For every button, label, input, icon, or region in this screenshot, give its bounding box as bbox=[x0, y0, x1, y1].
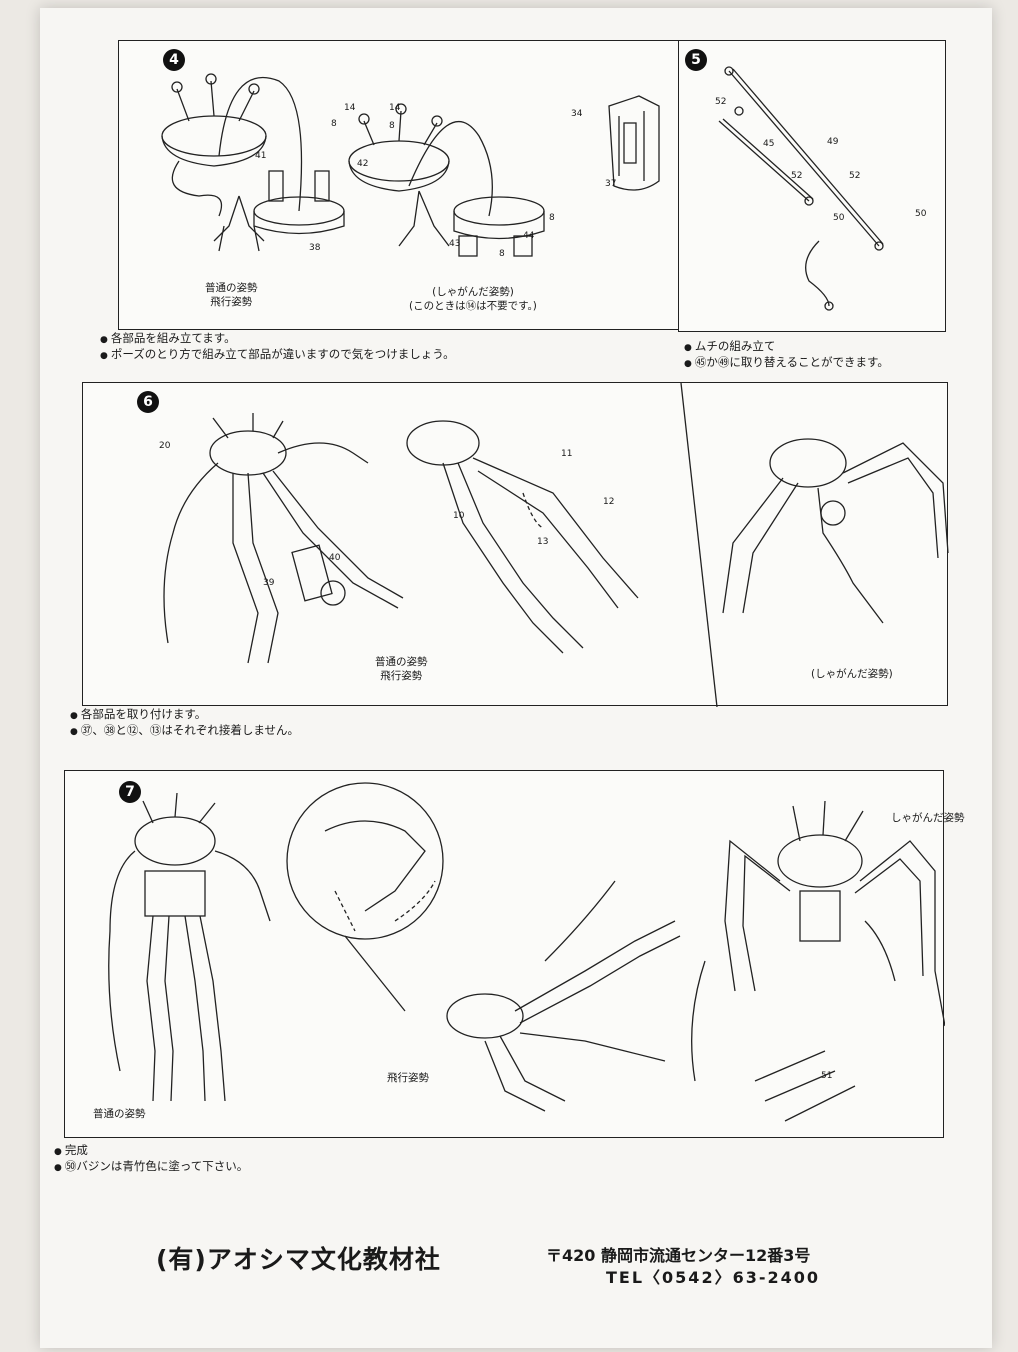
part-number: 34 bbox=[571, 109, 583, 119]
part-number: 38 bbox=[309, 243, 321, 253]
part-number: 40 bbox=[329, 553, 341, 563]
step4-note-1: ●各部品を組み立てます。 bbox=[100, 331, 236, 345]
label-normal-flight: 普通の姿勢 飛行姿勢 bbox=[205, 282, 258, 308]
company-tel: TEL〈0542〉63-2400 bbox=[606, 1268, 821, 1287]
part-number: 37 bbox=[605, 179, 617, 189]
company-address: 〒420 静岡市流通センター12番3号 bbox=[546, 1246, 811, 1265]
label-crouch: しゃがんだ姿勢 bbox=[891, 812, 965, 824]
part-number: 45 bbox=[763, 139, 775, 149]
step5-note-1: ●ムチの組み立て bbox=[684, 339, 776, 353]
company-name: (有)アオシマ文化教材社 bbox=[156, 1245, 441, 1274]
step6-illustration bbox=[163, 383, 949, 707]
step7-note-2: ●㊿バジンは青竹色に塗って下さい。 bbox=[54, 1159, 249, 1173]
part-number: 14 bbox=[389, 103, 401, 113]
part-number: 50 bbox=[915, 209, 927, 219]
label-crouch: (しゃがんだ姿勢) bbox=[811, 668, 893, 680]
part-number: 10 bbox=[453, 511, 465, 521]
label-crouch: (しゃがんだ姿勢) (このときは⑭は不要です。) bbox=[409, 286, 537, 312]
step6-panel: 6 20 39 40 11 12 10 13 普通の姿勢 飛行姿勢 (しゃがんだ… bbox=[82, 382, 949, 707]
part-number: 8 bbox=[331, 119, 337, 129]
part-number: 11 bbox=[561, 449, 573, 459]
part-number: 39 bbox=[263, 578, 275, 588]
instruction-sheet: 4 14 8 41 14 8 42 38 43 8 44 8 34 37 普通の… bbox=[40, 8, 992, 1348]
step5-note-2: ●㊺か㊾に取り替えることができます。 bbox=[684, 355, 889, 369]
part-number: 13 bbox=[537, 537, 549, 547]
label-normal-flight: 普通の姿勢 飛行姿勢 bbox=[375, 656, 428, 682]
part-number: 49 bbox=[827, 137, 839, 147]
part-number: 14 bbox=[344, 103, 356, 113]
step6-note-2: ●㊲、㊳と⑫、⑬はそれぞれ接着しません。 bbox=[70, 723, 300, 737]
step7-panel: 7 普通の姿勢 飛行姿勢 しゃがんだ姿勢 51 bbox=[64, 770, 965, 1138]
part-number: 52 bbox=[849, 171, 861, 181]
step4-illustration bbox=[161, 73, 660, 257]
step6-note-1: ●各部品を取り付けます。 bbox=[70, 707, 207, 721]
label-normal: 普通の姿勢 bbox=[93, 1108, 146, 1120]
step5-number: 5 bbox=[685, 49, 707, 71]
part-number: 50 bbox=[833, 213, 845, 223]
part-number: 12 bbox=[603, 497, 615, 507]
part-number: 20 bbox=[159, 441, 171, 451]
step4-number: 4 bbox=[163, 49, 185, 71]
step7-number: 7 bbox=[119, 781, 141, 803]
part-number: 52 bbox=[791, 171, 803, 181]
part-number: 52 bbox=[715, 97, 727, 107]
part-number: 51 bbox=[821, 1071, 833, 1081]
part-number: 8 bbox=[389, 121, 395, 131]
part-number: 8 bbox=[549, 213, 555, 223]
step5-panel: 5 52 45 49 52 52 50 50 bbox=[678, 40, 946, 332]
part-number: 42 bbox=[357, 159, 369, 169]
step4-note-2: ●ポーズのとり方で組み立て部品が違いますので気をつけましょう。 bbox=[100, 347, 455, 361]
part-number: 43 bbox=[449, 239, 461, 249]
step7-note-1: ●完成 bbox=[54, 1143, 88, 1157]
label-flight: 飛行姿勢 bbox=[387, 1072, 429, 1084]
step6-number: 6 bbox=[137, 391, 159, 413]
part-number: 44 bbox=[523, 231, 535, 241]
step7-illustration bbox=[108, 782, 945, 1122]
step5-illustration bbox=[718, 66, 884, 311]
head-left bbox=[161, 115, 267, 157]
step4-panel: 4 14 8 41 14 8 42 38 43 8 44 8 34 37 普通の… bbox=[118, 40, 698, 330]
part-number: 8 bbox=[499, 249, 505, 259]
part-number: 41 bbox=[255, 151, 267, 161]
